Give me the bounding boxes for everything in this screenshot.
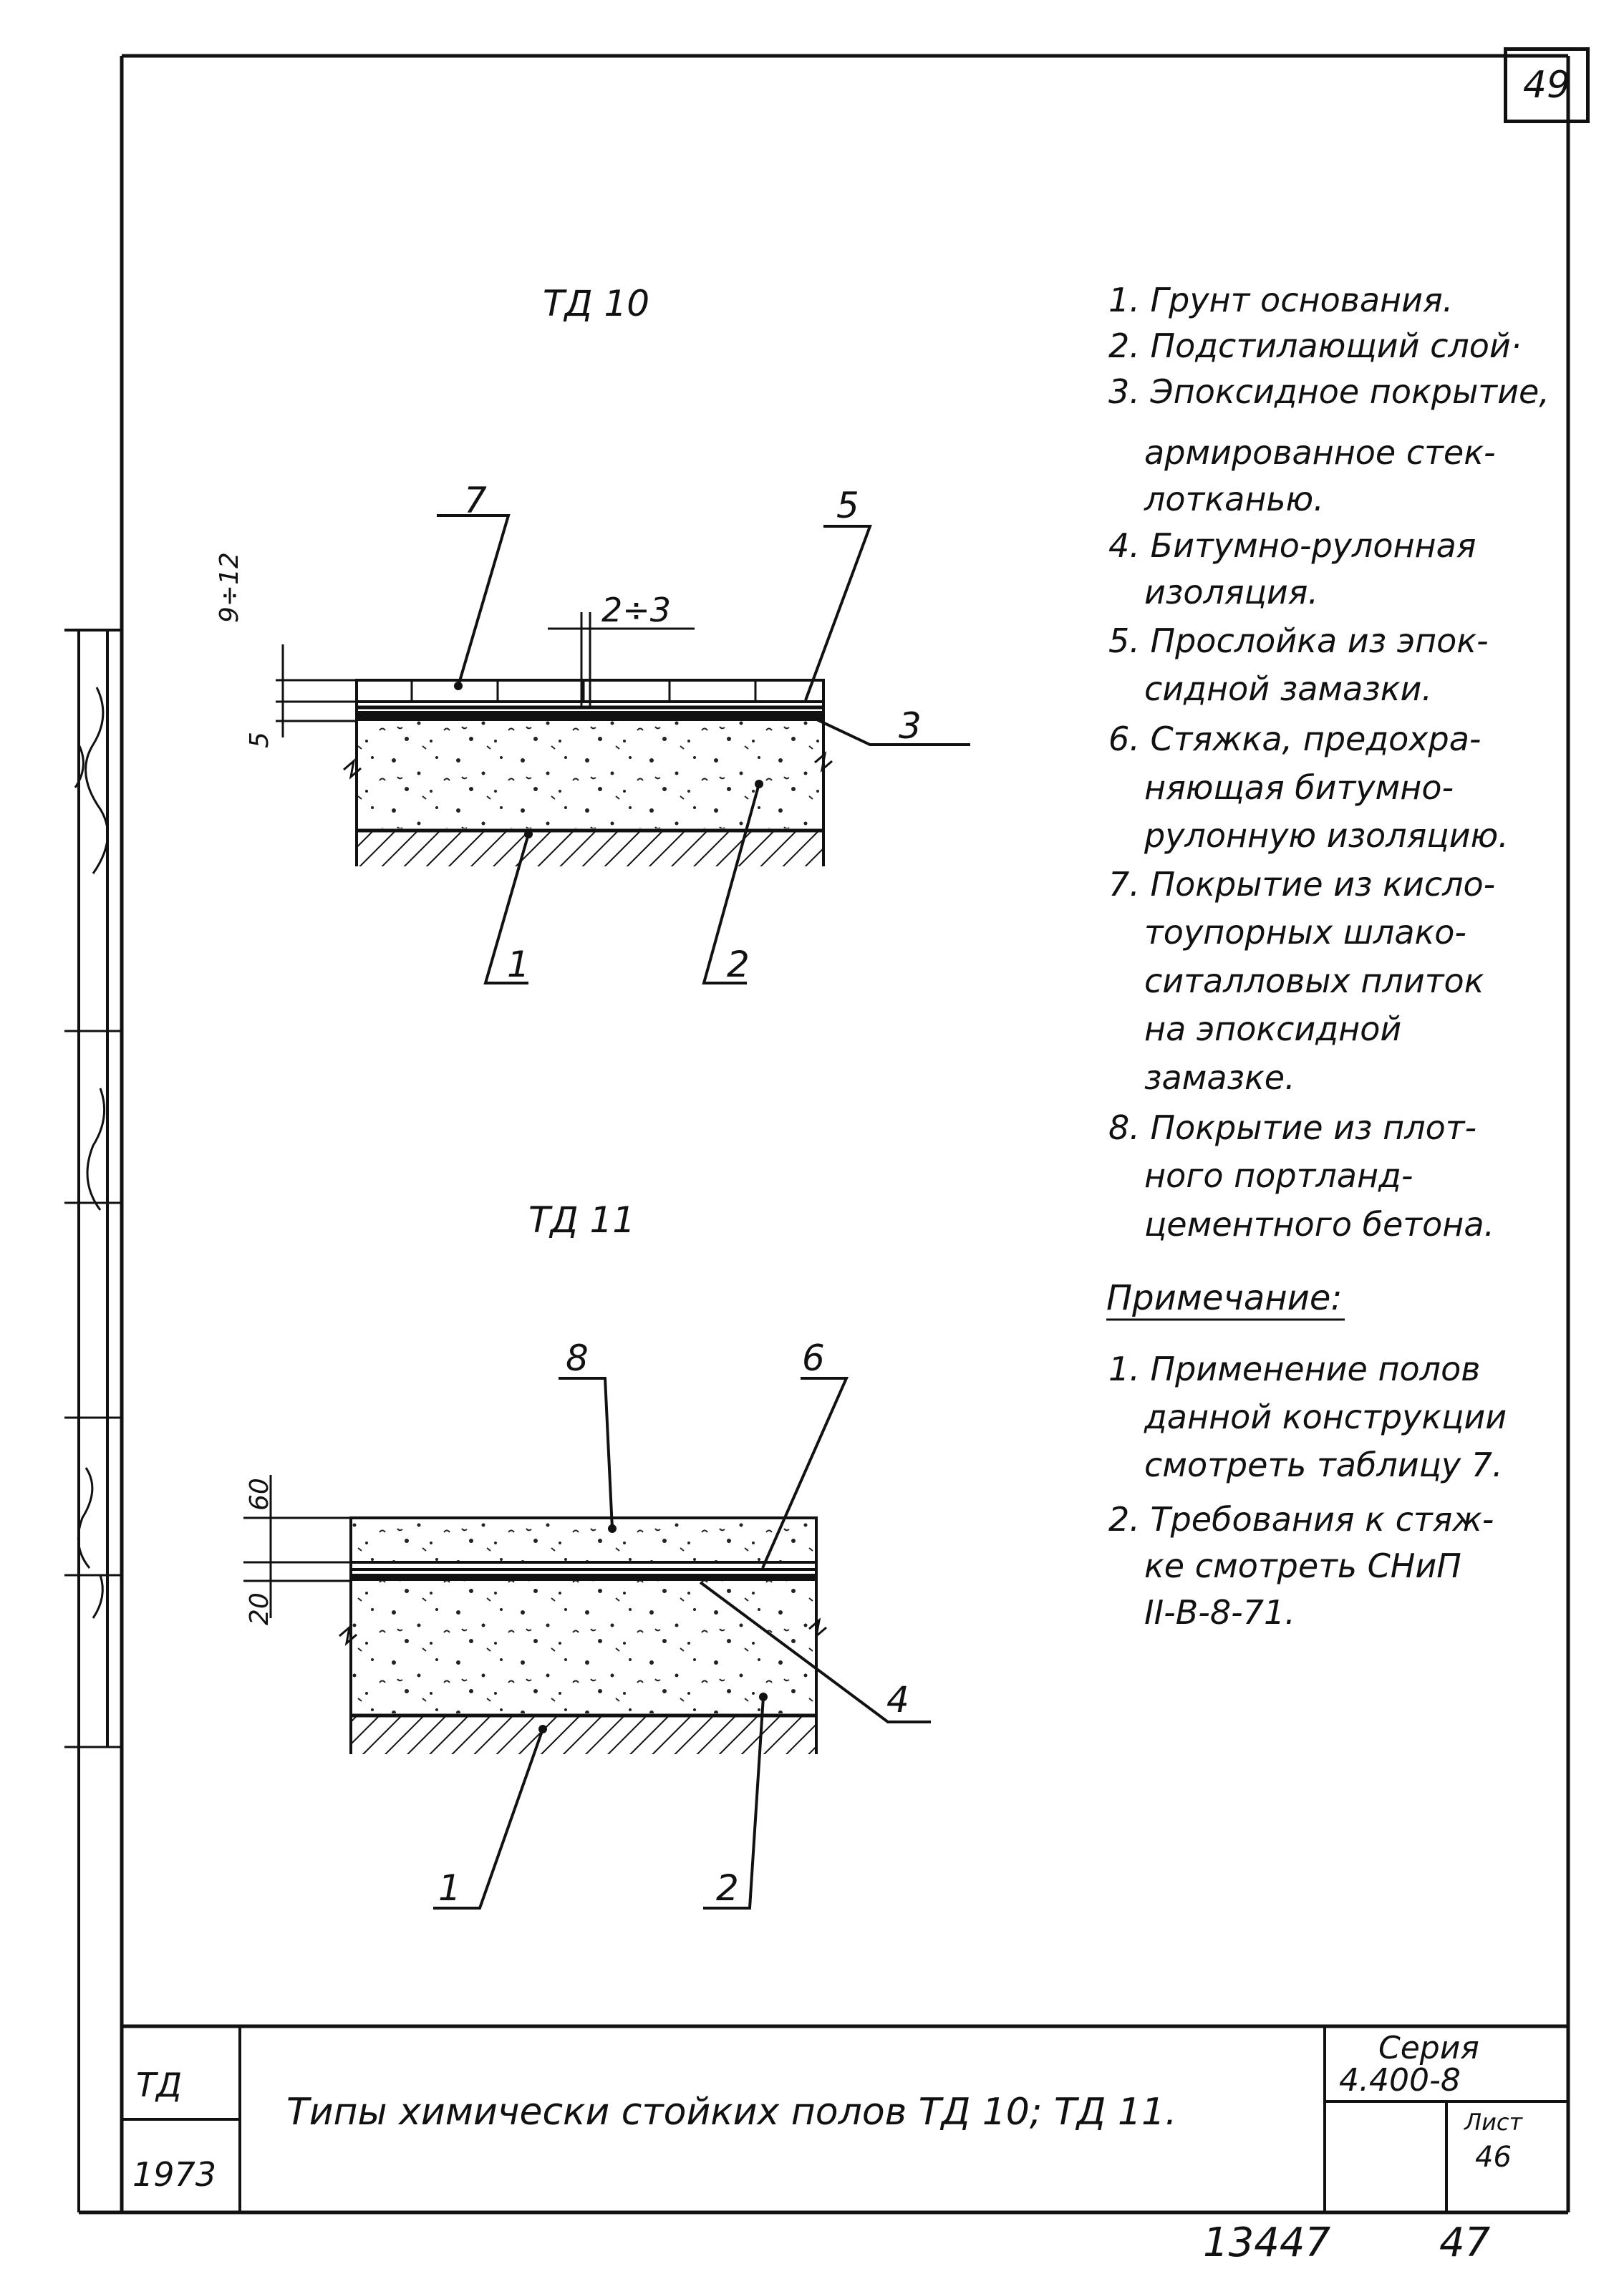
td10-dimension-top: 2÷3 bbox=[601, 591, 672, 629]
legend-line: 3. Эпоксидное покрытие, bbox=[1108, 372, 1550, 411]
note-line: данной конструкции bbox=[1144, 1398, 1507, 1436]
td10-callout-3: 3 bbox=[899, 705, 922, 747]
legend-line: замазке. bbox=[1144, 1058, 1295, 1097]
title-block-year: 1973 bbox=[132, 2155, 217, 2194]
td11-callout-1: 1 bbox=[438, 1867, 461, 1909]
note-line: 1. Применение полов bbox=[1108, 1350, 1481, 1388]
legend-line: 6. Стяжка, предохра- bbox=[1108, 720, 1482, 758]
legend-line: ситалловых плиток bbox=[1144, 962, 1484, 1000]
sheet-label: Лист bbox=[1464, 2109, 1523, 2136]
footer-page: 47 bbox=[1439, 2220, 1491, 2266]
td10-callout-7: 7 bbox=[464, 480, 487, 521]
note-heading: Примечание: bbox=[1106, 1278, 1343, 1318]
td10-dimension-thin: 5 bbox=[245, 732, 274, 748]
td11-dimension-bottom: 20 bbox=[245, 1592, 274, 1625]
legend-line: рулонную изоляцию. bbox=[1144, 816, 1509, 855]
legend-line: на эпоксидной bbox=[1144, 1010, 1402, 1048]
td11-title: ТД 11 bbox=[528, 1199, 636, 1241]
td10-callout-5: 5 bbox=[836, 485, 859, 526]
legend-line: ного портланд- bbox=[1144, 1156, 1413, 1195]
legend-line: няющая битумно- bbox=[1144, 768, 1454, 807]
td10-callout-1: 1 bbox=[507, 944, 530, 985]
legend-line: 2. Подстилающий слой· bbox=[1108, 326, 1522, 365]
legend-line: лотканью. bbox=[1144, 480, 1324, 518]
approval-signatures bbox=[74, 687, 109, 1619]
td11-callout-8: 8 bbox=[566, 1337, 589, 1379]
legend-line: изоляция. bbox=[1144, 573, 1319, 611]
legend-line: 8. Покрытие из плот- bbox=[1108, 1108, 1477, 1147]
td11-dimension-top: 60 bbox=[245, 1478, 274, 1511]
legend-line: цементного бетона. bbox=[1144, 1205, 1495, 1244]
td10-callout-2: 2 bbox=[727, 944, 750, 985]
legend-line: армированное стек- bbox=[1144, 433, 1496, 472]
note-line: II-В-8-71. bbox=[1144, 1593, 1295, 1632]
td10-dimension-thick: 9÷12 bbox=[215, 552, 244, 623]
legend-line: 1. Грунт основания. bbox=[1108, 281, 1454, 319]
legend-line: тоупорных шлако- bbox=[1144, 913, 1467, 952]
footer-number: 13447 bbox=[1203, 2220, 1331, 2266]
td11-callout-6: 6 bbox=[802, 1337, 825, 1379]
note-line: смотреть таблицу 7. bbox=[1144, 1446, 1503, 1484]
legend-line: 7. Покрытие из кисло- bbox=[1108, 865, 1496, 904]
sheet-number-box: 49 bbox=[1504, 47, 1590, 123]
title-block-org: ТД bbox=[136, 2066, 183, 2104]
legend-line: сидной замазки. bbox=[1144, 669, 1433, 708]
td10-title: ТД 10 bbox=[543, 283, 650, 324]
legend-line: 4. Битумно-рулонная bbox=[1108, 526, 1476, 565]
td11-callout-4: 4 bbox=[886, 1679, 909, 1721]
series-value: 4.400-8 bbox=[1339, 2062, 1461, 2099]
note-line: 2. Требования к стяж- bbox=[1108, 1500, 1494, 1539]
sheet-value: 46 bbox=[1475, 2141, 1512, 2174]
legend-line: 5. Прослойка из эпок- bbox=[1108, 621, 1489, 660]
note-line: ке смотреть СНиП bbox=[1144, 1547, 1461, 1585]
td11-callout-2: 2 bbox=[716, 1867, 739, 1909]
series-label: Серия bbox=[1378, 2030, 1479, 2066]
drawing-title: Типы химически стойких полов ТД 10; ТД 1… bbox=[286, 2091, 1177, 2134]
